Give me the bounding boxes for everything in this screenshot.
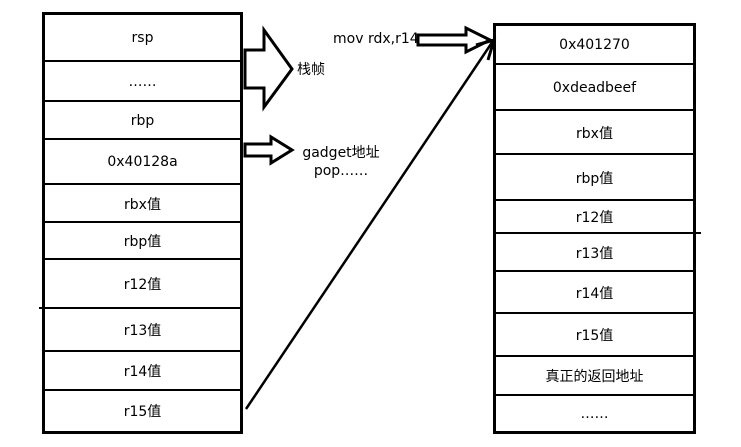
stack-cell-rbx-value: rbx值: [124, 196, 161, 213]
stack-cell-r14-value: r14值: [575, 285, 614, 302]
left-divider: [42, 221, 243, 223]
stack-cell-real-return-address: 真正的返回地址: [545, 369, 644, 385]
right-divider: [493, 153, 696, 155]
stack-frame-arrow: [243, 25, 294, 112]
stack-cell-ellipsis: ……: [128, 73, 157, 90]
left-divider: [42, 350, 243, 352]
gadget-arrow: [243, 134, 295, 166]
left-divider: [42, 258, 243, 260]
stack-cell-r12-value: r12值: [575, 210, 614, 226]
gadget-label-line2: pop……: [313, 163, 369, 179]
left-stack-frame: [42, 12, 243, 434]
stack-frame-label: 栈帧: [297, 62, 325, 78]
left-divider: [42, 389, 243, 391]
stack-cell-rsp: rsp: [131, 30, 154, 46]
stack-cell-gadget-address: 0x40128a: [107, 154, 178, 170]
mov-arrow: [416, 25, 494, 55]
stack-cell-mov-gadget-address: 0x401270: [559, 37, 630, 53]
left-divider: [42, 100, 243, 102]
left-divider: [42, 183, 243, 185]
stack-cell-rbp-value: rbp值: [123, 234, 162, 250]
right-divider: [493, 199, 696, 201]
right-stack-frame: [493, 23, 696, 434]
stack-cell-r12-value: r12值: [123, 277, 162, 293]
stack-cell-r13-value: r13值: [575, 245, 614, 262]
stack-cell-r13-value: r13值: [123, 323, 162, 339]
mov-instruction-label: mov rdx,r14: [333, 31, 419, 47]
stack-cell-ellipsis: ……: [580, 405, 609, 422]
right-divider: [493, 63, 696, 65]
right-stack: 0x401270 0xdeadbeef rbx值 rbp值 r12值 r13值 …: [493, 23, 701, 434]
left-divider: [39, 307, 243, 309]
right-divider: [493, 232, 701, 234]
right-divider: [493, 109, 696, 111]
stack-cell-rbp: rbp: [130, 112, 155, 129]
left-divider: [42, 60, 243, 62]
right-divider: [493, 270, 696, 272]
stack-cell-deadbeef: 0xdeadbeef: [552, 79, 637, 96]
stack-cell-rbp-value: rbp值: [575, 170, 614, 187]
right-divider: [493, 355, 696, 357]
right-divider: [493, 394, 696, 396]
stack-cell-r14-value: r14值: [123, 364, 162, 380]
right-divider: [493, 312, 696, 314]
gadget-label-line1: gadget地址: [302, 145, 380, 161]
stack-cell-r15-value: r15值: [575, 328, 614, 344]
gadget-address-label: gadget地址 pop……: [298, 144, 384, 180]
stack-cell-r15-value: r15值: [123, 404, 162, 420]
left-divider: [42, 138, 243, 140]
stack-cell-rbx-value: rbx值: [576, 125, 613, 142]
jump-arrow-line: [244, 40, 495, 410]
left-stack: rsp …… rbp 0x40128a rbx值 rbp值 r12值 r13值 …: [39, 12, 243, 434]
